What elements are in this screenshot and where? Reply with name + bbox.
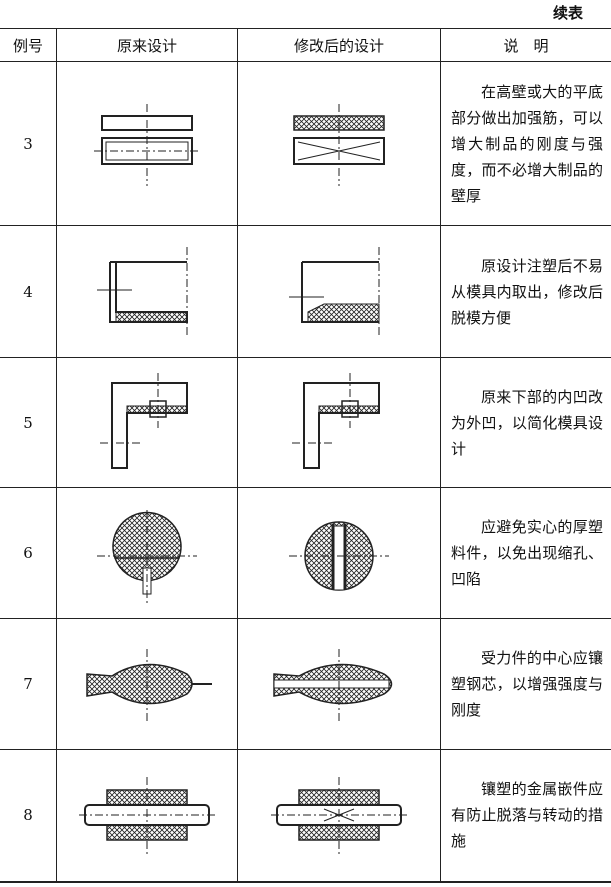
drawing-modified-7 xyxy=(273,649,393,724)
table-row: 4 原设计注塑后不易从模具内取出，修改后脱模方便 xyxy=(0,225,611,358)
row-number: 4 xyxy=(0,225,57,358)
row-number: 3 xyxy=(0,61,57,226)
description-text: 镶塑的金属嵌件应有防止脱落与转动的措施 xyxy=(451,780,603,851)
drawing-original-7 xyxy=(86,649,212,724)
row-number: 6 xyxy=(0,487,57,619)
table-row: 7 受力件的中心应镶塑钢芯，以增强强度与刚度 xyxy=(0,618,611,750)
header-original: 原来设计 xyxy=(56,28,238,62)
row-number: 8 xyxy=(0,749,57,883)
drawing-original-8 xyxy=(79,777,215,856)
description-text: 原设计注塑后不易从模具内取出，修改后脱模方便 xyxy=(451,256,603,327)
table-row: 6 应避免实心的厚塑料件，以免出现缩孔、凹陷 xyxy=(0,487,611,619)
drawing-modified-4 xyxy=(289,246,380,337)
drawing-original-4 xyxy=(97,246,188,337)
row-number: 7 xyxy=(0,618,57,750)
header-modified: 修改后的设计 xyxy=(237,28,441,62)
description-text: 应避免实心的厚塑料件，以免出现缩孔、凹陷 xyxy=(451,518,603,588)
drawing-modified-5 xyxy=(292,372,380,469)
header-description: 说 明 xyxy=(440,28,611,62)
drawing-modified-8 xyxy=(271,777,407,856)
drawing-modified-3 xyxy=(293,103,385,186)
table-row: 5 原来下部的内凹改为外凹，以简化模具设计 xyxy=(0,357,611,488)
description-text: 受力件的中心应镶塑钢芯，以增强强度与刚度 xyxy=(451,649,603,719)
header-row: 例号 原来设计 修改后的设计 说 明 xyxy=(0,28,611,62)
drawing-original-6 xyxy=(97,510,197,603)
row-number: 5 xyxy=(0,357,57,488)
header-number: 例号 xyxy=(0,28,57,62)
table-row: 3 在高壁或大的平底部分做出加强筋，可以增大制品的刚度与强度，而不必增大制品的壁… xyxy=(0,61,611,226)
drawing-modified-6 xyxy=(289,521,389,591)
drawing-original-3 xyxy=(94,103,200,186)
description-text: 在高壁或大的平底部分做出加强筋，可以增大制品的刚度与强度，而不必增大制品的壁厚 xyxy=(451,82,603,205)
continued-label: 续表 xyxy=(552,4,583,22)
table-row: 8 镶塑的金属嵌件应有防止脱落与转动的措施 xyxy=(0,749,611,883)
description-text: 原来下部的内凹改为外凹，以简化模具设计 xyxy=(451,387,603,458)
drawing-original-5 xyxy=(100,372,188,469)
design-comparison-table: 例号 原来设计 修改后的设计 说 明 3 在高壁或大的平底部分做出加强筋，可以增… xyxy=(0,28,611,883)
